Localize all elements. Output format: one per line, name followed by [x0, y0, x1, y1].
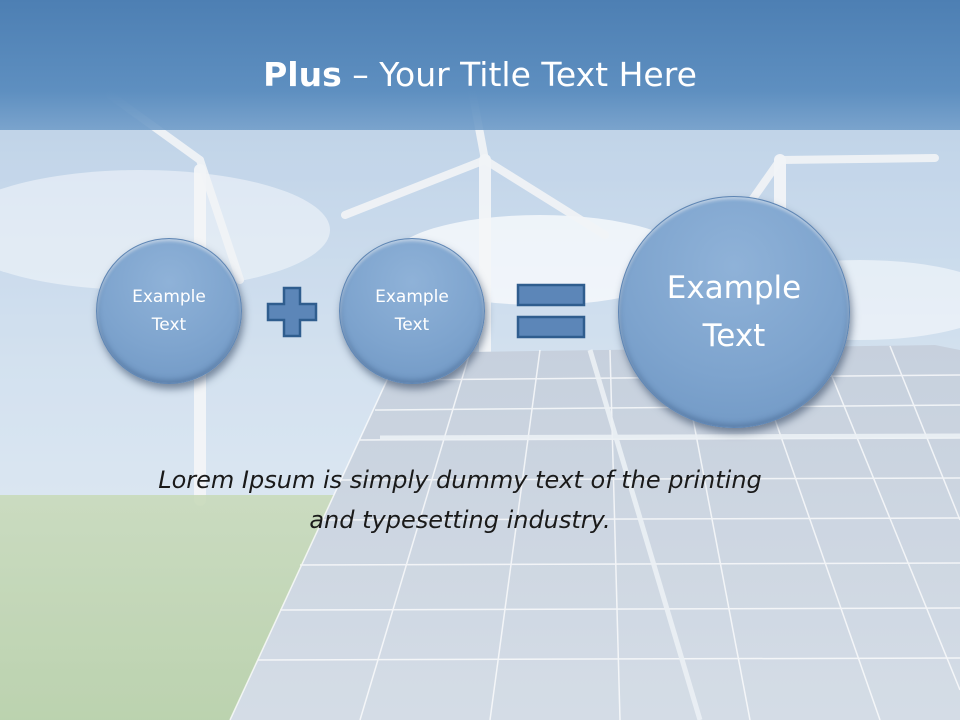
example-circle-1[interactable]: Example Text [96, 238, 242, 384]
title-rest: – Your Title Text Here [341, 55, 697, 94]
example-circle-2[interactable]: Example Text [339, 238, 485, 384]
title-bold-word: Plus [263, 55, 342, 94]
example-circle-result[interactable]: Example Text [618, 196, 850, 428]
slide-title[interactable]: Plus – Your Title Text Here [0, 52, 960, 98]
equals-icon [516, 283, 586, 339]
plus-icon [266, 286, 318, 338]
caption-text[interactable]: Lorem Ipsum is simply dummy text of the … [158, 466, 762, 534]
title-band [0, 0, 960, 130]
